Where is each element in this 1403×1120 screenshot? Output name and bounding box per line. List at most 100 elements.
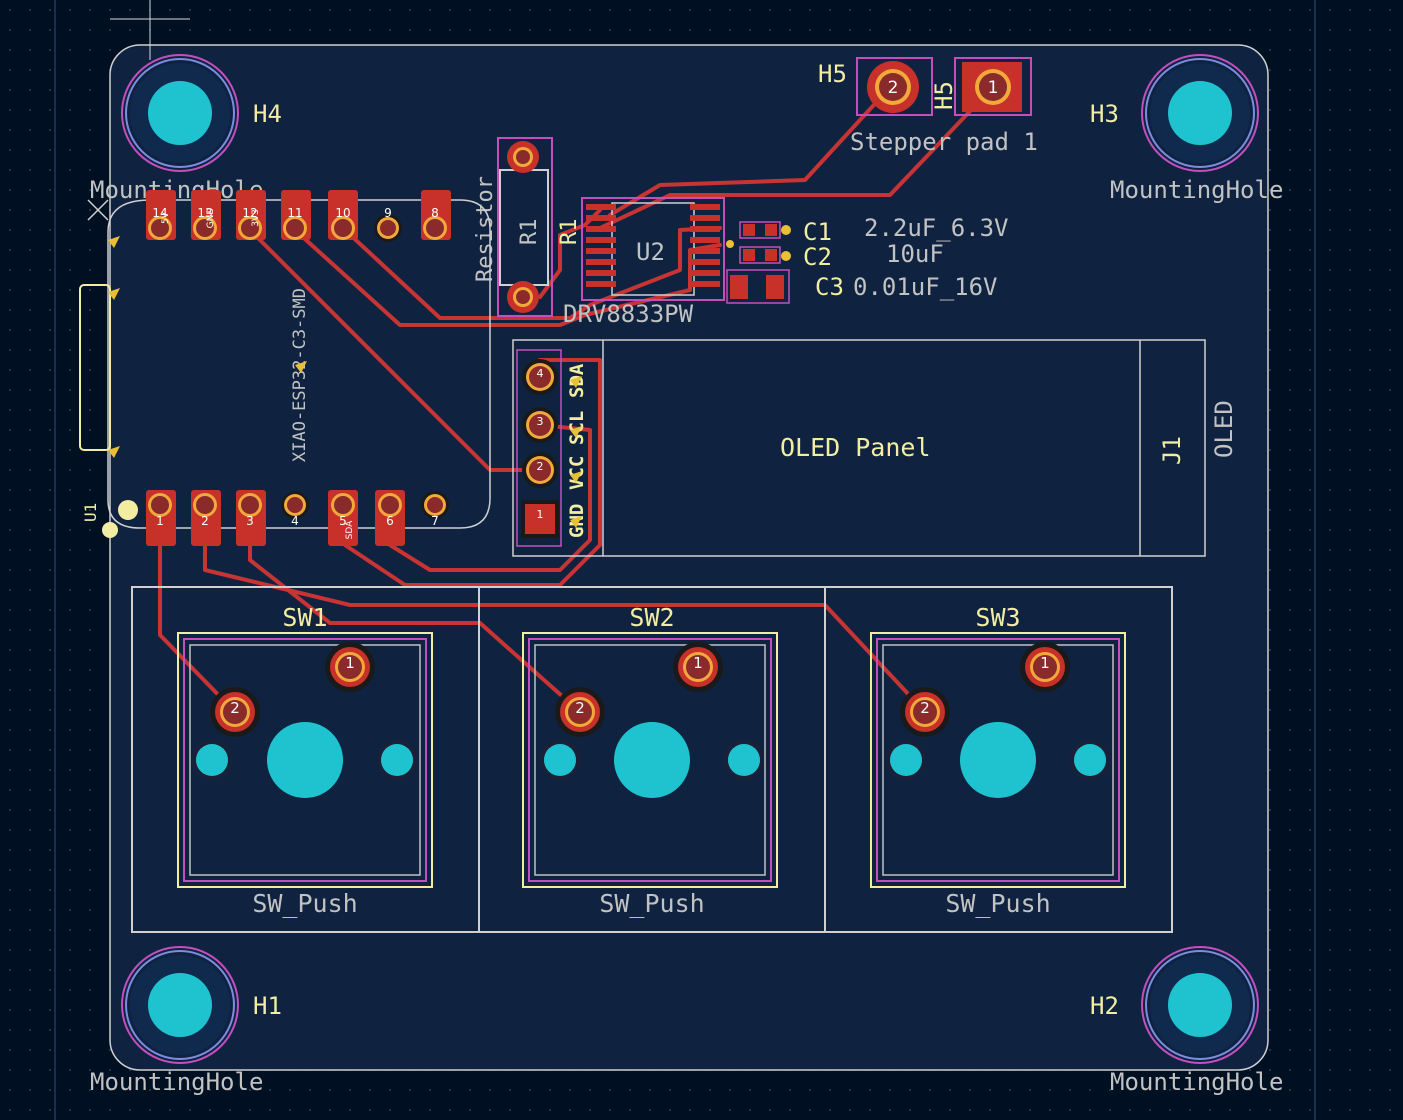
mounting-hole-h4 xyxy=(121,54,239,172)
resistor-silk-ref: R1 xyxy=(557,219,582,246)
oled-ref-label: J1 xyxy=(1158,436,1186,465)
mcu-top-pin-12: 12 xyxy=(242,206,257,220)
mcu-top-pad-11 xyxy=(281,190,311,240)
c3-value-label: 0.01uF_16V xyxy=(853,273,998,301)
capacitor-c2 xyxy=(726,240,791,264)
sw1-pin-2: 2 xyxy=(230,699,240,717)
mcu-top-pin-label-12: 3V3 xyxy=(251,209,261,227)
trace-stepper-2 xyxy=(608,82,895,217)
mcu-top-pin-9: 9 xyxy=(384,206,392,220)
oled-pin-4: 4 xyxy=(537,367,544,380)
sw1-ref-label: SW1 xyxy=(282,603,327,632)
trace-sda xyxy=(343,358,602,587)
sw3-pin-2: 2 xyxy=(920,699,930,717)
oled-panel-label: OLED Panel xyxy=(780,433,931,462)
stepper-value-label: Stepper pad 1 xyxy=(850,128,1038,156)
driver-value-label: DRV8833PW xyxy=(563,300,694,328)
c2-value-label: 10uF xyxy=(886,240,944,268)
sw2-pin-2: 2 xyxy=(575,699,585,717)
mounting-hole-h1 xyxy=(121,946,239,1064)
pin1-marker xyxy=(118,500,138,520)
mcu-top-pad-10 xyxy=(328,190,358,240)
mcu-bottom-pad-2 xyxy=(191,490,221,546)
pin1-marker-small xyxy=(102,522,118,538)
c2-ref-label: C2 xyxy=(803,243,832,271)
h1-value-label: MountingHole xyxy=(90,1068,263,1096)
mcu-bottom-pad-1 xyxy=(146,490,176,546)
switch-sw2 xyxy=(522,632,778,888)
capacitor-c3 xyxy=(726,269,790,304)
h3-value-label: MountingHole xyxy=(1110,176,1283,204)
mcu-u1 xyxy=(79,199,491,529)
trace-stepper-1 xyxy=(598,85,995,230)
oled-pin-1: 1 xyxy=(537,508,544,521)
ratsnest-markers xyxy=(108,236,582,528)
mcu-top-pad-12 xyxy=(236,190,266,240)
resistor-r1 xyxy=(497,137,553,317)
switch-block-outline xyxy=(131,586,1173,933)
sw3-pin-1: 1 xyxy=(1040,654,1050,672)
sw1-value-label: SW_Push xyxy=(252,889,357,918)
mcu-bottom-pin-3: 3 xyxy=(246,514,254,528)
oled-value-label: OLED xyxy=(1210,400,1238,458)
c1-ref-label: C1 xyxy=(803,218,832,246)
page-frame xyxy=(54,0,1316,1120)
h2-value-label: MountingHole xyxy=(1110,1068,1283,1096)
stepper-pad-1-number: 1 xyxy=(988,78,999,98)
c1-value-label: 2.2uF_6.3V xyxy=(864,214,1009,242)
h4-ref-label: H4 xyxy=(253,100,282,128)
switch-sw3 xyxy=(870,632,1126,888)
oled-pin-3: 3 xyxy=(537,415,544,428)
mcu-top-pin-10: 10 xyxy=(335,206,350,220)
mcu-bottom-pad-6 xyxy=(375,490,405,546)
mcu-bottom-pin-7: 7 xyxy=(431,514,439,528)
sw3-value-label: SW_Push xyxy=(945,889,1050,918)
trace-gpio-b xyxy=(343,226,722,320)
resistor-ref-label: R1 xyxy=(517,219,542,246)
h2-ref-label: H2 xyxy=(1090,992,1119,1020)
h1-ref-label: H1 xyxy=(253,992,282,1020)
mcu-top-pad-8 xyxy=(421,190,451,240)
oled-module xyxy=(512,339,1206,557)
driver-u2 xyxy=(581,197,725,301)
mcu-top-pin-13: 13 xyxy=(197,206,212,220)
mcu-bottom-pin-label-5: SDA xyxy=(345,520,355,539)
mcu-top-pin-label-13: GND xyxy=(206,208,216,229)
mcu-top-pad-9 xyxy=(374,214,402,242)
mcu-bottom-pin-6: 6 xyxy=(386,514,394,528)
mcu-top-pin-14: 14 xyxy=(152,206,167,220)
mounting-hole-h3 xyxy=(1141,54,1259,172)
mcu-bottom-pin-4: 4 xyxy=(291,514,299,528)
trace-sw3 xyxy=(203,516,927,714)
sw2-ref-label: SW2 xyxy=(629,603,674,632)
mcu-value-label: XIAO-ESP32-C3-SMD xyxy=(290,288,310,462)
sw2-pin-1: 1 xyxy=(693,654,703,672)
stepper-ref-right: H5 xyxy=(930,81,958,110)
driver-ref-label: U2 xyxy=(636,238,665,266)
mcu-bottom-pin-1: 1 xyxy=(156,514,164,528)
mcu-bottom-pad-4 xyxy=(281,491,309,519)
board-outline xyxy=(109,44,1269,1071)
mounting-hole-h2 xyxy=(1141,946,1259,1064)
mcu-ref-label: U1 xyxy=(81,503,100,522)
stepper-pad-2-number: 2 xyxy=(888,78,899,98)
mcu-bottom-pin-5: 5 xyxy=(339,514,347,528)
mcu-bottom-pin-2: 2 xyxy=(201,514,209,528)
stepper-pads xyxy=(856,57,1032,116)
mcu-bottom-pad-7 xyxy=(421,491,449,519)
capacitor-c1 xyxy=(739,221,791,239)
sw3-ref-label: SW3 xyxy=(975,603,1020,632)
oled-pin-2: 2 xyxy=(537,460,544,473)
resistor-value-label: Resistor xyxy=(473,176,498,282)
mcu-bottom-pad-3 xyxy=(236,490,266,546)
mcu-top-pin-label-14: 5V xyxy=(161,211,171,224)
sw1-pin-1: 1 xyxy=(345,654,355,672)
mcu-top-pad-13 xyxy=(191,190,221,240)
h3-ref-label: H3 xyxy=(1090,100,1119,128)
mcu-top-pin-11: 11 xyxy=(287,206,302,220)
trace-sw1 xyxy=(158,523,237,714)
mcu-top-pad-14 xyxy=(146,190,176,240)
mcu-top-pin-8: 8 xyxy=(431,206,439,220)
sw2-value-label: SW_Push xyxy=(599,889,704,918)
